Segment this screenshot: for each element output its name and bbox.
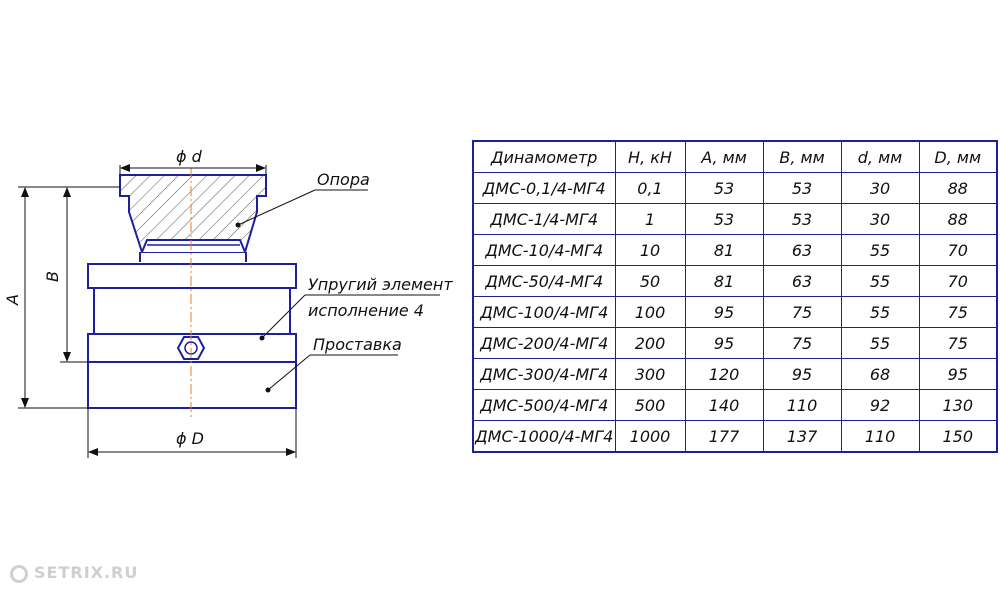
spec-table: Динамометр H, кН A, мм B, мм d, мм D, мм…	[472, 140, 998, 453]
watermark: SETRIX.RU	[10, 563, 138, 583]
label-elastic-line1: Упругий элемент	[308, 275, 453, 294]
table-cell: 0,1	[614, 172, 686, 204]
table-row: ДМС-1000/4-МГ4 1000 177 137 110 150	[472, 420, 998, 453]
table-cell: ДМС-0,1/4-МГ4	[472, 172, 616, 204]
table-cell: 55	[840, 234, 920, 266]
table-cell: ДМС-10/4-МГ4	[472, 234, 616, 266]
table-cell: ДМС-50/4-МГ4	[472, 265, 616, 297]
label-elastic-line2: исполнение 4	[308, 301, 424, 320]
leader-elastic	[259, 294, 440, 341]
table-cell: ДМС-300/4-МГ4	[472, 358, 616, 390]
leader-spacer	[265, 354, 398, 393]
table-cell: ДМС-1/4-МГ4	[472, 203, 616, 235]
label-d: ϕ d	[176, 147, 203, 166]
table-cell: 53	[684, 172, 764, 204]
table-cell: 75	[918, 296, 998, 328]
table-cell: 1	[614, 203, 686, 235]
table-cell: 30	[840, 172, 920, 204]
elastic-element	[87, 263, 297, 363]
table-cell: 75	[762, 296, 842, 328]
label-support: Опора	[317, 170, 370, 189]
table-cell: 10	[614, 234, 686, 266]
table-cell: 300	[614, 358, 686, 390]
dimension-B	[60, 186, 120, 363]
table-cell: 30	[840, 203, 920, 235]
label-A: A	[3, 294, 22, 306]
table-cell: 120	[684, 358, 764, 390]
table-cell: 53	[684, 203, 764, 235]
table-cell: 75	[762, 327, 842, 359]
table-row: ДМС-300/4-МГ4 300 120 95 68 95	[472, 358, 998, 390]
table-cell: 92	[840, 389, 920, 421]
table-cell: 70	[918, 234, 998, 266]
header-a: A, мм	[684, 140, 764, 173]
watermark-text: SETRIX.RU	[34, 563, 139, 582]
dimension-A	[18, 186, 120, 409]
table-cell: 95	[684, 327, 764, 359]
table-cell: 100	[614, 296, 686, 328]
table-cell: 95	[762, 358, 842, 390]
table-cell: 63	[762, 234, 842, 266]
table-row: ДМС-1/4-МГ4 1 53 53 30 88	[472, 203, 998, 235]
support-part	[119, 174, 267, 262]
header-h: H, кН	[614, 140, 686, 173]
table-cell: 110	[840, 420, 920, 453]
table-cell: 150	[918, 420, 998, 453]
table-cell: ДМС-100/4-МГ4	[472, 296, 616, 328]
dimension-d	[119, 164, 267, 175]
table-cell: ДМС-200/4-МГ4	[472, 327, 616, 359]
table-cell: 95	[684, 296, 764, 328]
header-d: d, мм	[840, 140, 920, 173]
table-row: ДМС-10/4-МГ4 10 81 63 55 70	[472, 234, 998, 266]
table-header-row: Динамометр H, кН A, мм B, мм d, мм D, мм	[472, 140, 998, 173]
table-cell: 110	[762, 389, 842, 421]
table-cell: 53	[762, 203, 842, 235]
table-cell: 50	[614, 265, 686, 297]
table-cell: 140	[684, 389, 764, 421]
table-cell: 1000	[614, 420, 686, 453]
table-cell: 70	[918, 265, 998, 297]
dynamometer-drawing: ϕ d ϕ D A B Опора Упругий элемент исполн…	[3, 147, 453, 458]
table-cell: 53	[762, 172, 842, 204]
table-cell: 68	[840, 358, 920, 390]
table-cell: ДМС-1000/4-МГ4	[472, 420, 616, 453]
table-cell: 130	[918, 389, 998, 421]
label-B: B	[43, 271, 62, 282]
table-cell: 200	[614, 327, 686, 359]
label-D: ϕ D	[176, 429, 204, 448]
table-row: ДМС-200/4-МГ4 200 95 75 55 75	[472, 327, 998, 359]
table-row: ДМС-500/4-МГ4 500 140 110 92 130	[472, 389, 998, 421]
table-cell: 75	[918, 327, 998, 359]
table-cell: 177	[684, 420, 764, 453]
table-row: ДМС-50/4-МГ4 50 81 63 55 70	[472, 265, 998, 297]
dimension-D	[87, 408, 297, 458]
table-cell: 55	[840, 327, 920, 359]
table-cell: 81	[684, 234, 764, 266]
table-cell: ДМС-500/4-МГ4	[472, 389, 616, 421]
table-cell: 500	[614, 389, 686, 421]
table-cell: 81	[684, 265, 764, 297]
watermark-logo-icon	[10, 565, 28, 583]
table-cell: 63	[762, 265, 842, 297]
table-row: ДМС-100/4-МГ4 100 95 75 55 75	[472, 296, 998, 328]
table-cell: 55	[840, 296, 920, 328]
table-row: ДМС-0,1/4-МГ4 0,1 53 53 30 88	[472, 172, 998, 204]
table-cell: 95	[918, 358, 998, 390]
table-cell: 137	[762, 420, 842, 453]
header-D: D, мм	[918, 140, 998, 173]
table-cell: 88	[918, 203, 998, 235]
leader-support	[235, 189, 368, 228]
spacer-part	[87, 361, 297, 409]
header-dynamometer: Динамометр	[472, 140, 616, 173]
label-spacer: Проставка	[313, 335, 402, 354]
table-cell: 55	[840, 265, 920, 297]
header-b: B, мм	[762, 140, 842, 173]
table-cell: 88	[918, 172, 998, 204]
